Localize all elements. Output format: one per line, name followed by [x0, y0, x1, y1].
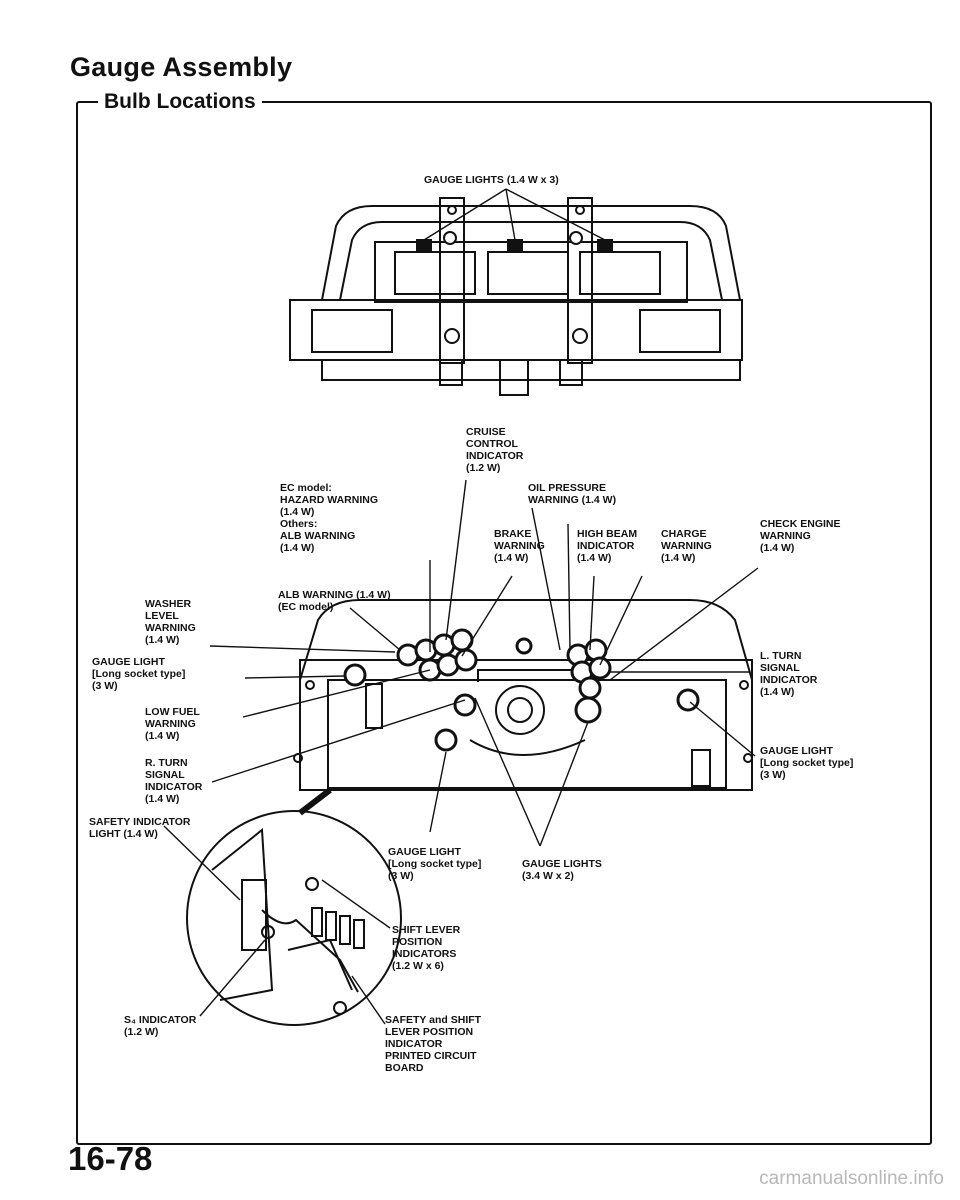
- watermark: carmanualsonline.info: [759, 1168, 944, 1189]
- label-gauge-light-right: GAUGE LIGHT [Long socket type] (3 W): [760, 745, 854, 781]
- diagram-frame: [76, 101, 932, 1145]
- page-title: Gauge Assembly: [70, 52, 293, 82]
- zoom-detail-circle: [186, 787, 402, 1026]
- gauge-panel-housing: [293, 599, 753, 791]
- label-gauge-light-bottom: GAUGE LIGHT [Long socket type] (3 W): [388, 846, 482, 882]
- gauge-light-sockets-panel: [343, 637, 700, 752]
- top-leader-lines: [423, 188, 606, 241]
- label-alb-warning-ec: ALB WARNING (1.4 W) (EC model): [278, 589, 391, 613]
- label-gauge-lights-top: GAUGE LIGHTS (1.4 W x 3): [424, 174, 559, 186]
- label-ec-model-hazard: EC model: HAZARD WARNING (1.4 W) Others:…: [280, 482, 378, 554]
- label-oil-pressure: OIL PRESSURE WARNING (1.4 W): [528, 482, 617, 506]
- label-cruise-control: CRUISE CONTROL INDICATOR (1.2 W): [466, 426, 524, 474]
- top-gauge-light-sockets: [416, 231, 613, 253]
- label-charge-warning: CHARGE WARNING (1.4 W): [661, 528, 712, 564]
- label-brake-warning: BRAKE WARNING (1.4 W): [494, 528, 545, 564]
- label-safety-shift-board: SAFETY and SHIFT LEVER POSITION INDICATO…: [385, 1014, 482, 1074]
- label-shift-lever: SHIFT LEVER POSITION INDICATORS (1.2 W x…: [392, 924, 461, 972]
- label-high-beam: HIGH BEAM INDICATOR (1.4 W): [577, 528, 638, 564]
- label-safety-indicator: SAFETY INDICATOR LIGHT (1.4 W): [89, 816, 191, 840]
- zoom-leader-lines: [163, 825, 391, 1025]
- warning-indicator-bulbs: [396, 628, 612, 700]
- gauge-assembly-rear-view: [289, 197, 743, 396]
- page-number: 16-78: [68, 1140, 153, 1177]
- middle-leader-lines: [209, 479, 759, 847]
- section-title: Bulb Locations: [98, 90, 262, 114]
- label-s4-indicator: S₄ INDICATOR (1.2 W): [124, 1014, 197, 1038]
- label-check-engine: CHECK ENGINE WARNING (1.4 W): [760, 518, 841, 554]
- label-low-fuel: LOW FUEL WARNING (1.4 W): [145, 706, 200, 742]
- label-r-turn: R. TURN SIGNAL INDICATOR (1.4 W): [145, 757, 203, 805]
- label-washer-level: WASHER LEVEL WARNING (1.4 W): [145, 598, 196, 646]
- label-l-turn: L. TURN SIGNAL INDICATOR (1.4 W): [760, 650, 818, 698]
- label-gauge-light-left: GAUGE LIGHT [Long socket type] (3 W): [92, 656, 186, 692]
- label-gauge-lights-bottom: GAUGE LIGHTS (3.4 W x 2): [522, 858, 602, 882]
